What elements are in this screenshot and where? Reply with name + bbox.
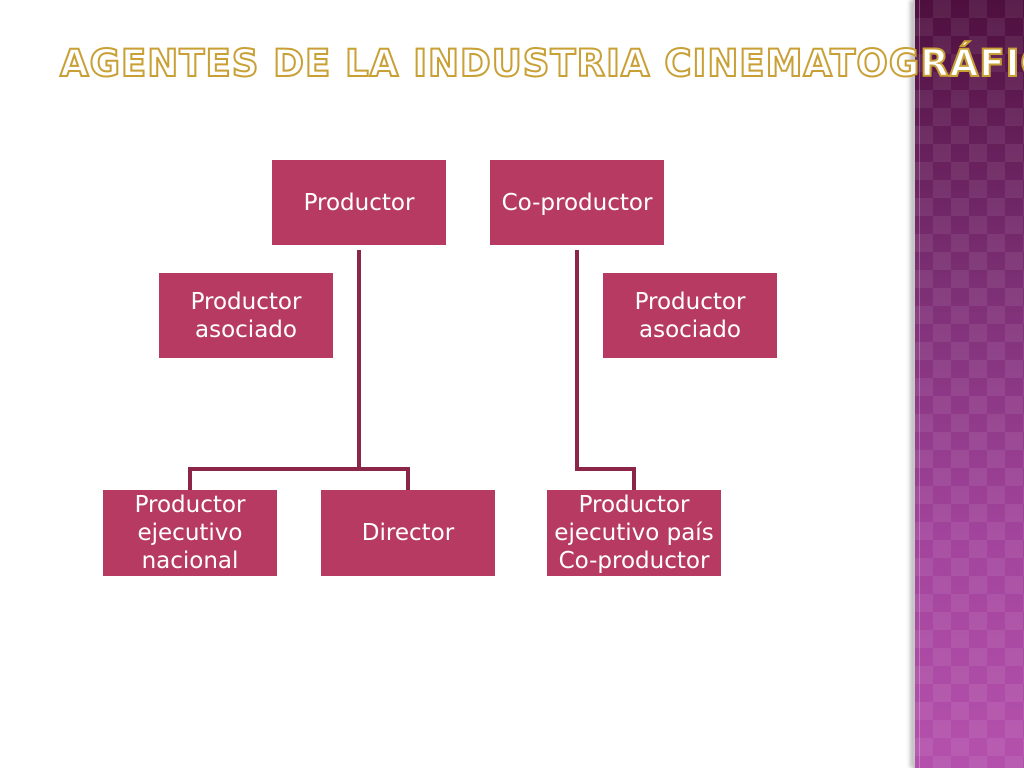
connector-coproductor-trunk bbox=[575, 250, 636, 490]
slide-title: AGENTES DE LA INDUSTRIA CINEMATOGRÁFICA bbox=[59, 41, 1024, 86]
node-productor-ejecutivo-pais: Productor ejecutivo país Co-productor bbox=[547, 490, 721, 576]
node-productor: Productor bbox=[272, 160, 446, 245]
connector-productor-branches bbox=[188, 467, 410, 490]
node-productor-asociado-right: Productor asociado bbox=[603, 273, 777, 358]
node-director: Director bbox=[321, 490, 495, 576]
node-coproductor: Co-productor bbox=[490, 160, 664, 245]
node-productor-asociado-left: Productor asociado bbox=[159, 273, 333, 358]
node-productor-ejecutivo-nacional: Productor ejecutivo nacional bbox=[103, 490, 277, 576]
decorative-side-band bbox=[913, 0, 1024, 768]
